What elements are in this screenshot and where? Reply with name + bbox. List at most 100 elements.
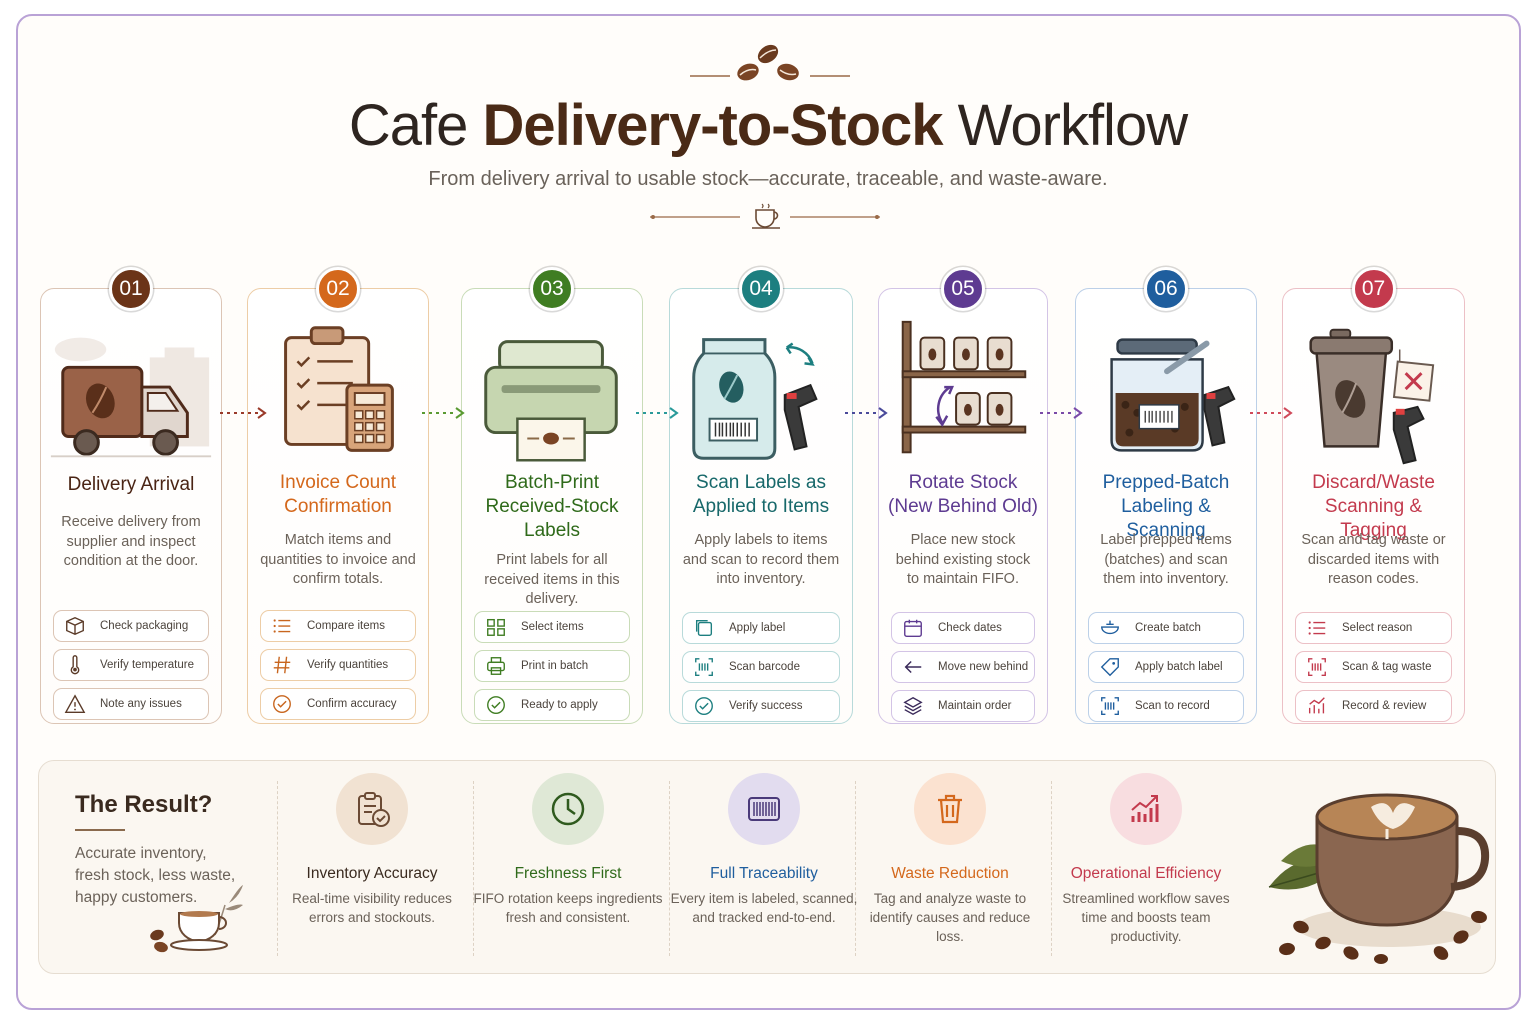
printer-icon [487,657,505,675]
step-number-badge: 06 [1144,267,1188,311]
flow-arrow-icon [220,407,267,419]
result-title: The Result? [75,791,213,818]
hash-icon [273,656,291,674]
action-check-dates[interactable]: Check dates [891,612,1035,644]
step-title: Rotate Stock (New Behind Old) [888,472,1038,517]
result-item-operational-efficiency: Operational Efficiency Streamlined workf… [1051,773,1241,946]
action-check-packaging[interactable]: Check packaging [53,610,209,642]
action-verify-quantities[interactable]: Verify quantities [260,649,416,681]
check-circle-icon [487,696,505,714]
action-ready-to-apply[interactable]: Ready to apply [474,689,630,721]
result-item-description: Tag and analyze waste to identify causes… [869,891,1031,944]
barcode-icon [695,658,713,676]
action-note-issues[interactable]: Note any issues [53,688,209,720]
action-verify-temperature[interactable]: Verify temperature [53,649,209,681]
stock-shelf-icon [901,320,1027,454]
result-item-full-traceability: Full Traceability Every item is labeled,… [669,773,859,927]
result-item-title: Inventory Accuracy [306,865,438,882]
latte-cup-illustration [1268,793,1490,964]
step-description: Label prepped items (batches) and scan t… [1100,532,1232,587]
step-title: Prepped-Batch Labeling & Scanning [1102,472,1230,541]
page-title: Cafe Delivery-to-Stock Workflow [348,93,1188,158]
coffee-cup-divider-icon [650,203,880,229]
clock-icon [551,792,585,826]
action-verify-success[interactable]: Verify success [682,690,840,722]
coffee-beans-icon [690,44,850,81]
flow-arrow-icon [845,407,888,419]
step-title: Discard/Waste Scanning & Tagging [1312,472,1435,541]
flow-arrow-icon [422,407,465,419]
action-select-reason[interactable]: Select reason [1295,612,1452,644]
prepped-jar-scanner-icon [1110,338,1236,452]
action-scan-tag-waste[interactable]: Scan & tag waste [1295,651,1452,683]
layers-icon [903,696,923,716]
action-apply-batch-label[interactable]: Apply batch label [1088,651,1244,683]
step-title: Scan Labels as Applied to Items [692,472,830,517]
action-confirm-accuracy[interactable]: Confirm accuracy [260,688,416,720]
result-separator [277,781,278,956]
flow-arrow-icon [636,407,679,419]
result-underline [75,829,125,831]
bowl-icon [1101,620,1119,635]
barcode-icon [1101,697,1119,715]
action-record-review[interactable]: Record & review [1295,690,1452,722]
step-number-badge: 01 [109,267,153,311]
action-compare-items[interactable]: Compare items [260,610,416,642]
result-separator [1051,781,1052,956]
result-summary: Accurate inventory, fresh stock, less wa… [75,845,236,906]
trash-icon [938,794,962,824]
step-description: Receive delivery from supplier and inspe… [61,514,201,569]
barcode-icon [748,797,780,821]
action-maintain-order[interactable]: Maintain order [891,690,1035,722]
flow-arrow-icon [1250,407,1293,419]
action-move-new-behind[interactable]: Move new behind [891,651,1035,683]
step-title: Batch-Print Received-Stock Labels [485,472,619,541]
step-title: Delivery Arrival [67,474,195,495]
step-description: Place new stock behind existing stock to… [895,532,1031,587]
tag-icon [1100,658,1119,677]
label-icon [695,619,713,637]
waste-bin-scanner-icon [1309,328,1435,465]
coffee-bag-scanner-icon [692,338,818,460]
result-item-freshness-first: Freshness First FIFO rotation keeps ingr… [473,773,663,927]
arrow-left-icon [904,660,922,674]
action-select-items[interactable]: Select items [474,611,630,643]
result-item-description: Streamlined workflow saves time and boos… [1062,891,1230,944]
box-icon [66,616,84,636]
action-create-batch[interactable]: Create batch [1088,612,1244,644]
clipboard-check-icon [358,792,390,827]
result-item-title: Full Traceability [710,865,818,882]
action-print-in-batch[interactable]: Print in batch [474,650,630,682]
step-description: Print labels for all received items in t… [484,552,620,607]
step-number-badge: 07 [1351,267,1396,311]
coffee-cup-icon [150,885,243,953]
calendar-icon [904,619,922,637]
step-number-badge: 02 [316,267,360,311]
step-card-invoice-count: 02 Invoice Count Confirmation Match item… [247,267,429,724]
delivery-truck-icon [50,337,212,458]
step-number-badge: 04 [739,267,783,311]
result-item-description: Every item is labeled, scanned, and trac… [670,891,858,925]
result-item-description: Real-time visibility reduces errors and … [292,891,452,925]
result-separator [855,781,856,956]
step-description: Match items and quantities to invoice an… [260,532,416,587]
action-scan-to-record[interactable]: Scan to record [1088,690,1244,722]
action-scan-barcode[interactable]: Scan barcode [682,651,840,683]
result-separator [669,781,670,956]
step-card-rotate-stock: 05 Rotate Stock (New Behind Old) Place n… [878,267,1048,724]
list-icon [1308,621,1326,635]
step-card-batch-print: 03 Batch-Print Received-Stock Labels Pri… [461,267,643,724]
step-description: Apply labels to items and scan to record… [682,532,840,587]
result-item-title: Operational Efficiency [1070,865,1222,882]
thermometer-icon [70,655,80,675]
grid-icon [487,618,505,636]
result-separator [473,781,474,956]
flow-arrow-icon [1040,407,1083,419]
result-item-title: Freshness First [514,865,622,882]
growth-chart-icon [1131,795,1159,822]
step-card-scan-labels: 04 Scan Labels as Applied to Items Apply… [669,267,853,724]
chart-icon [1308,697,1325,714]
result-item-waste-reduction: Waste Reduction Tag and analyze waste to… [855,773,1045,946]
step-card-prepped-batch: 06 Prepped-Batch Labeling & Scanning Lab… [1075,267,1257,724]
action-apply-label[interactable]: Apply label [682,612,840,644]
